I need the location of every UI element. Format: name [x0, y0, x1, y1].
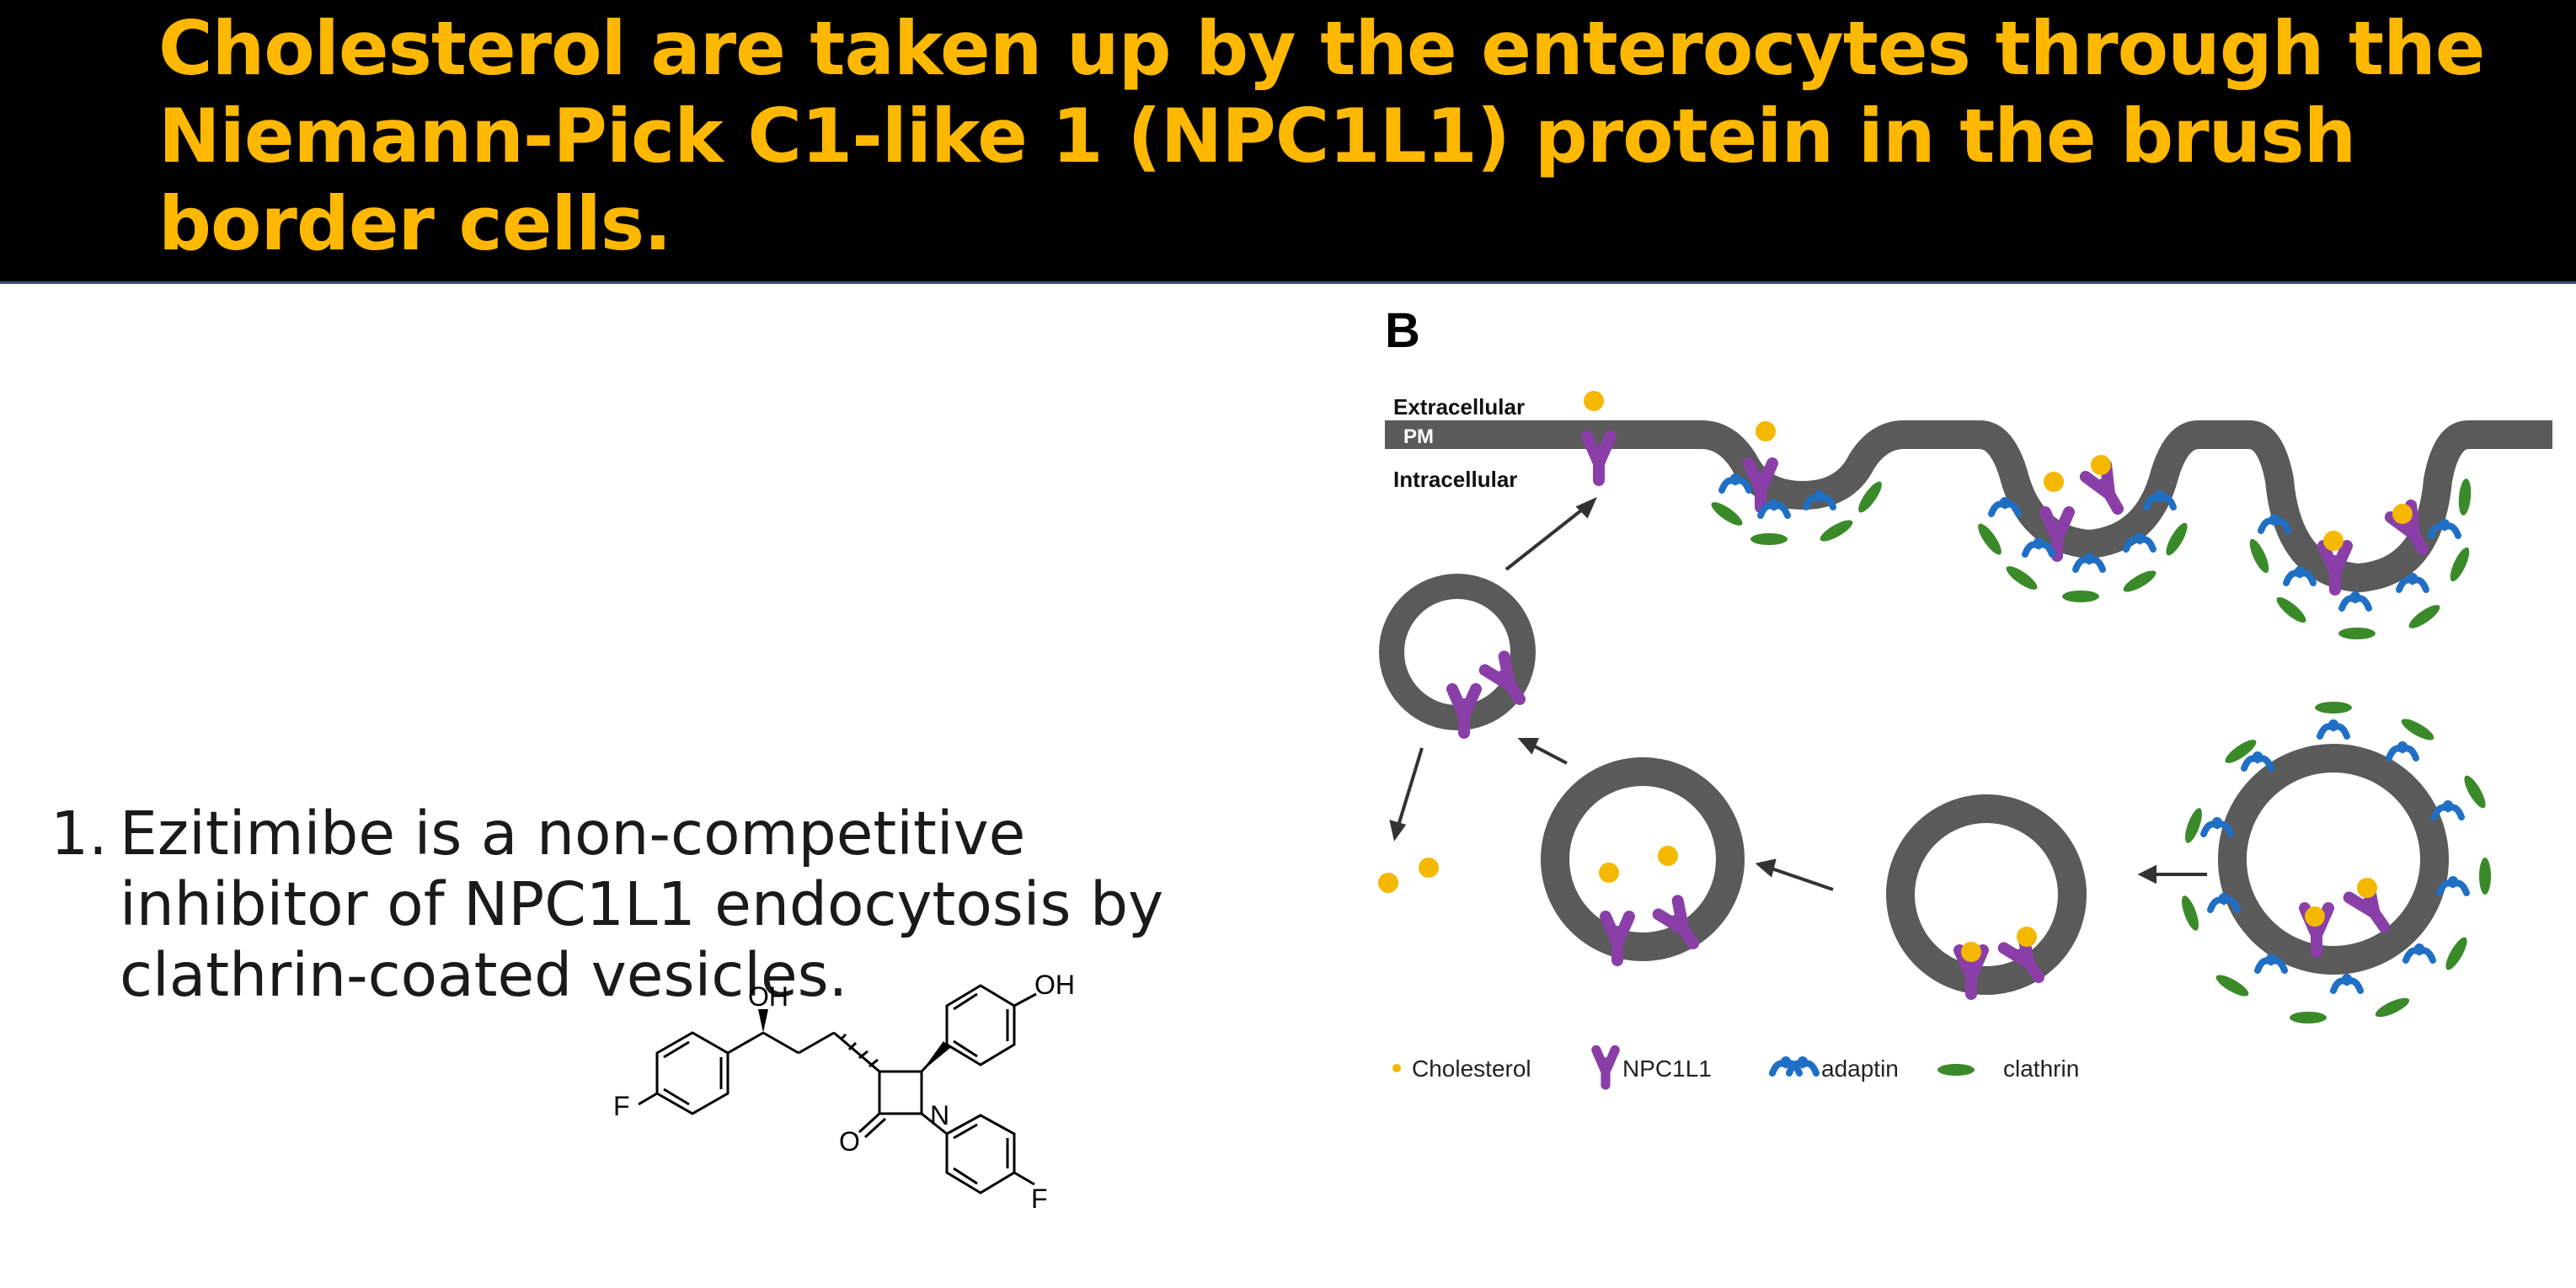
fluorophenyl-ring-left — [655, 1031, 730, 1115]
label-pm: PM — [1403, 425, 1434, 448]
plasma-membrane — [1385, 420, 2552, 593]
released-cholesterol — [1378, 873, 1398, 893]
bullet-number: 1. — [51, 799, 108, 868]
wedge-bond-oh — [758, 1009, 768, 1033]
legend-label-npc1l1: NPC1L1 — [1622, 1056, 1712, 1082]
phenol-ring — [945, 984, 1016, 1066]
clathrin-icon — [1937, 1064, 1975, 1076]
npc1l1-endocytosis-diagram: B Extracellular PM Intracellular — [1378, 303, 2552, 1112]
panel-label: B — [1385, 303, 1420, 358]
title-bar: Cholesterol are taken up by the enterocy… — [0, 0, 2576, 284]
label-o: O — [839, 1126, 860, 1157]
vesicle-uncoated-1 — [1886, 794, 2087, 994]
cholesterol-dot-icon — [1392, 1064, 1401, 1072]
label-extracellular: Extracellular — [1393, 394, 1525, 420]
pathway-arrows — [1389, 497, 2207, 891]
label-f-bottom: F — [1031, 1184, 1048, 1214]
label-n: N — [930, 1100, 949, 1130]
vesicle-uncoated-2 — [1541, 757, 1745, 960]
legend-label-clathrin: clathrin — [2003, 1056, 2079, 1082]
label-oh-right: OH — [1034, 970, 1075, 1000]
legend: Cholesterol NPC1L1 adaptin clathrin — [1392, 1050, 2079, 1085]
legend-label-adaptin: adaptin — [1821, 1056, 1899, 1082]
npc1l1-protein-icon — [1596, 1050, 1615, 1085]
adaptin-icon — [1772, 1056, 1816, 1073]
bullet-text: Ezitimibe is a non-competitive inhibitor… — [120, 799, 1164, 1010]
bullet-item: 1. Ezitimibe is a non-competitive inhibi… — [51, 799, 1280, 1011]
label-f-left: F — [613, 1091, 630, 1121]
label-oh-top: OH — [748, 981, 788, 1012]
fluorophenyl-ring-bottom — [945, 1114, 1016, 1194]
beta-lactam-ring — [878, 1070, 923, 1115]
label-intracellular: Intracellular — [1393, 467, 1517, 492]
vesicle-recycling — [1379, 574, 1536, 733]
slide-title: Cholesterol are taken up by the enterocy… — [158, 5, 2485, 267]
coated-vesicle — [2178, 702, 2491, 1023]
ezetimibe-structure: OH OH F N O F — [613, 970, 1075, 1214]
wedge-bond-aryl — [922, 1041, 950, 1072]
cholesterol-dot-icon — [1584, 391, 1604, 411]
legend-label-cholesterol: Cholesterol — [1412, 1056, 1531, 1082]
